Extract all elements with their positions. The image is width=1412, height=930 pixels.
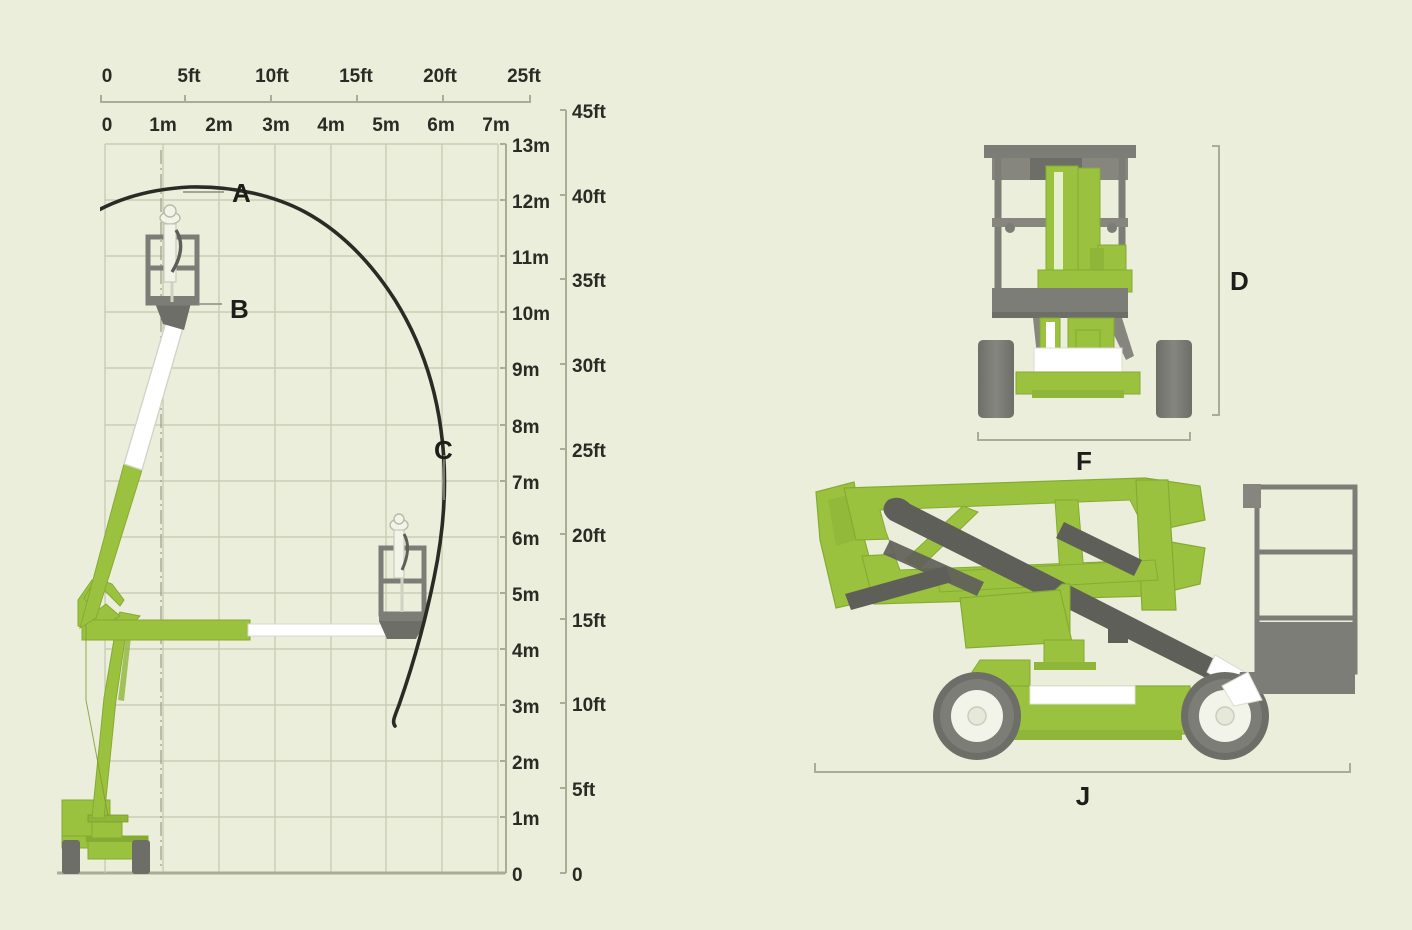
callout-label-b: B [230, 294, 249, 324]
x-tick-m-1: 1m [149, 115, 176, 136]
y-tick-ft-20: 20ft [572, 526, 606, 547]
y-tick-ft-30: 30ft [572, 356, 606, 377]
y-tick-ft-15: 15ft [572, 611, 606, 632]
working-envelope-chart: 0 5ft 10ft 15ft 20ft 25ft 0 1m 2m 3m [57, 66, 606, 886]
side-wheel-rear [933, 672, 1021, 760]
y-tick-ft-40: 40ft [572, 187, 606, 208]
callout-leaders [183, 191, 445, 500]
machine-side-view: J [814, 477, 1358, 811]
y-tick-ft-35: 35ft [572, 271, 606, 292]
y-tick-ft-5: 5ft [572, 780, 596, 801]
dimension-bracket-j [814, 763, 1351, 773]
max-working-envelope-curve [100, 185, 447, 728]
x-tick-ft-0: 0 [102, 66, 113, 87]
callout-label-a: A [232, 178, 251, 208]
x-tick-m-4: 4m [317, 115, 344, 136]
dimension-label-d: D [1230, 266, 1249, 296]
y-tick-m-7: 7m [512, 473, 539, 494]
y-tick-ft-25: 25ft [572, 441, 606, 462]
y-axis-feet: 45ft 40ft 35ft 30ft 25ft 20ft 15ft 10ft … [560, 102, 606, 886]
y-tick-ft-45: 45ft [572, 102, 606, 123]
x-axis-feet-ruler [100, 95, 531, 103]
x-tick-ft-5: 5ft [177, 66, 201, 87]
x-tick-m-6: 6m [427, 115, 454, 136]
y-tick-m-2: 2m [512, 753, 539, 774]
x-tick-ft-25: 25ft [507, 66, 541, 87]
x-tick-m-0: 0 [102, 115, 113, 136]
x-tick-m-2: 2m [205, 115, 232, 136]
y-tick-m-0: 0 [512, 865, 523, 886]
callout-label-c: C [434, 435, 453, 465]
mid-boom-cylinder [883, 540, 984, 596]
y-tick-m-5: 5m [512, 585, 539, 606]
y-tick-m-6: 6m [512, 529, 539, 550]
x-axis-metre-labels: 0 1m 2m 3m 4m 5m 6m 7m [102, 115, 510, 136]
y-tick-m-13: 13m [512, 136, 550, 157]
front-wheel-right [1156, 340, 1192, 418]
operator-figure-lowered [389, 513, 409, 579]
y-tick-ft-10: 10ft [572, 695, 606, 716]
y-tick-m-10: 10m [512, 304, 550, 325]
upper-boom-cylinder [1056, 522, 1142, 576]
machine-raised-boom [79, 204, 200, 630]
x-tick-m-7: 7m [482, 115, 509, 136]
dimension-bracket-d [1212, 145, 1220, 416]
machine-front-view: D F [977, 145, 1249, 476]
y-tick-m-1: 1m [512, 809, 539, 830]
dimension-label-j: J [1076, 781, 1090, 811]
x-tick-m-5: 5m [372, 115, 399, 136]
y-tick-m-12: 12m [512, 192, 550, 213]
y-tick-ft-0: 0 [572, 865, 583, 886]
y-tick-m-4: 4m [512, 641, 539, 662]
operator-figure-raised [159, 204, 183, 283]
x-tick-ft-10: 10ft [255, 66, 289, 87]
front-wheel-left [978, 340, 1014, 418]
lower-boom-cylinder [845, 566, 952, 610]
y-tick-m-3: 3m [512, 697, 539, 718]
platform-lowered [378, 513, 427, 639]
chart-gridlines [105, 143, 499, 873]
dimension-label-f: F [1076, 446, 1092, 476]
x-tick-m-3: 3m [262, 115, 289, 136]
dimension-bracket-f [977, 432, 1191, 441]
x-tick-ft-20: 20ft [423, 66, 457, 87]
y-tick-m-11: 11m [512, 248, 549, 269]
x-tick-ft-15: 15ft [339, 66, 373, 87]
envelope-curve-group [100, 185, 447, 728]
y-tick-m-9: 9m [512, 360, 539, 381]
y-tick-m-8: 8m [512, 417, 539, 438]
side-platform-basket [1221, 484, 1358, 707]
y-axis-metre: 13m 12m 11m 10m 9m 8m 7m 6m 5m 4m 3m 2m … [500, 136, 550, 886]
x-axis-feet-labels: 0 5ft 10ft 15ft 20ft 25ft [102, 66, 542, 87]
